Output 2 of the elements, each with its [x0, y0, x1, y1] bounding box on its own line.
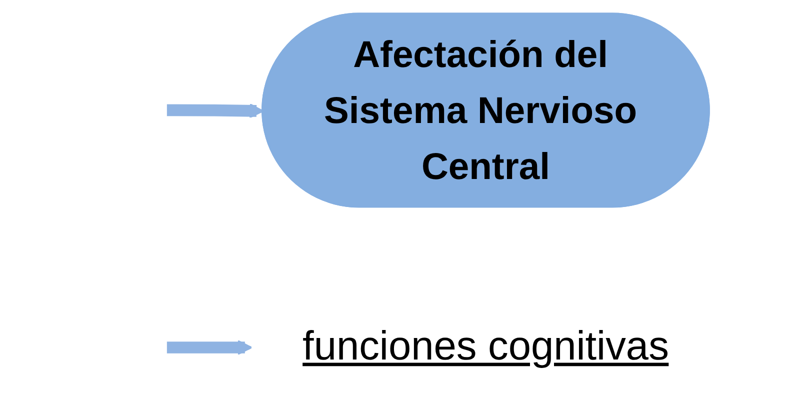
arrow — [166, 340, 252, 355]
node-text: funciones cognitivas — [302, 324, 669, 370]
